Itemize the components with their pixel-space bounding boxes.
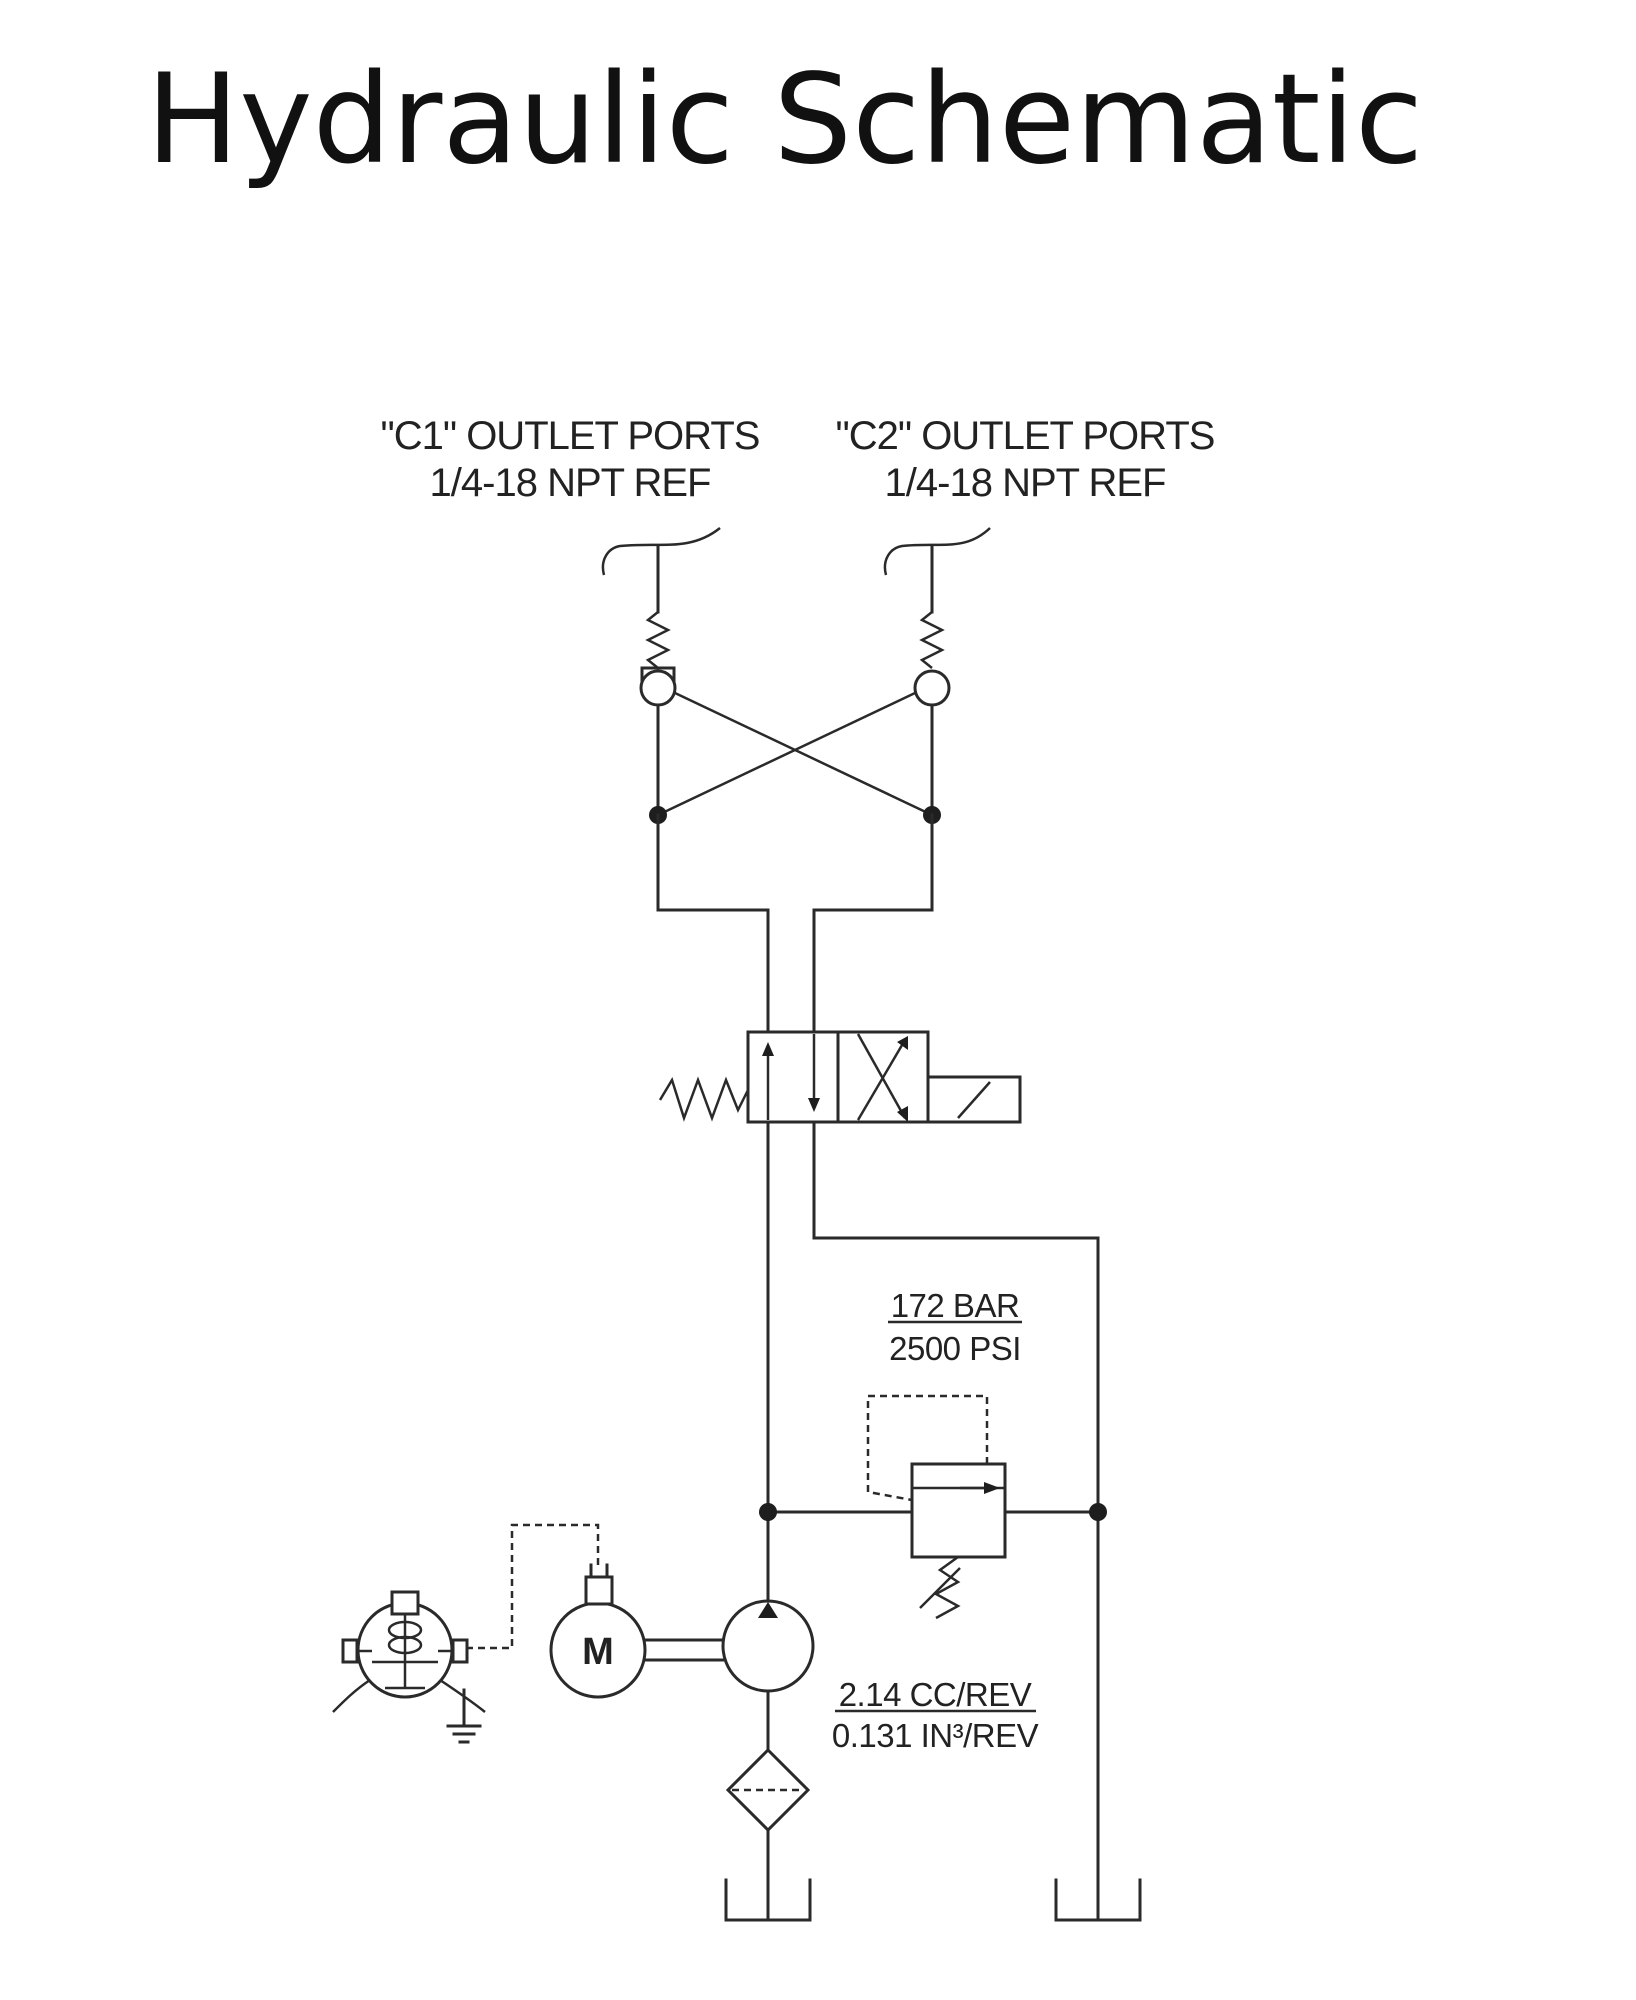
c1-port-label-line1: "C1" OUTLET PORTS — [381, 414, 760, 458]
c2-port-leader — [883, 527, 991, 576]
c2-check-valve — [913, 545, 951, 817]
return-tank — [1054, 1878, 1142, 1922]
pump-displacement-in: 0.131 IN³/REV — [832, 1717, 1039, 1754]
pilot-cross-line-2 — [674, 691, 933, 817]
page-title: Hydraulic Schematic — [146, 48, 1424, 192]
valve-return-spring — [658, 1076, 750, 1122]
ground-icon — [446, 1688, 482, 1744]
relief-pressure-psi: 2500 PSI — [889, 1330, 1021, 1367]
motor-terminal-box — [584, 1575, 614, 1606]
pressure-switch — [332, 1590, 486, 1713]
c1-port-label-line2: 1/4-18 NPT REF — [430, 461, 711, 505]
directional-control-valve — [658, 1030, 1022, 1124]
motor-pump-coupling — [643, 1638, 725, 1662]
control-wire — [462, 1523, 600, 1650]
pump-displacement-cc: 2.14 CC/REV — [839, 1676, 1032, 1713]
c2-port-label: "C2" OUTLET PORTS 1/4-18 NPT REF — [836, 414, 1216, 505]
relief-valve-spring — [933, 1555, 961, 1620]
pilot-cross-line-1 — [657, 691, 916, 817]
motor-letter: M — [582, 1631, 614, 1673]
pressure-junction-dot — [759, 1503, 777, 1521]
c2-port-label-line2: 1/4-18 NPT REF — [885, 461, 1166, 505]
pump-tank — [724, 1878, 812, 1922]
c1-supply-line — [656, 813, 770, 1042]
hydraulic-pump — [721, 1599, 815, 1693]
relief-pressure-bar: 172 BAR — [891, 1287, 1020, 1324]
relief-pilot-line — [866, 1394, 989, 1502]
tank-return-line — [812, 1120, 1100, 1922]
c1-port-leader — [601, 527, 721, 576]
electric-motor: M — [549, 1563, 647, 1699]
c1-check-valve — [639, 545, 677, 817]
return-junction-dot — [1089, 1503, 1107, 1521]
c2-port-label-line1: "C2" OUTLET PORTS — [836, 414, 1215, 458]
c2-supply-line — [812, 813, 934, 1042]
relief-valve — [866, 1394, 1007, 1620]
c1-port-label: "C1" OUTLET PORTS 1/4-18 NPT REF — [381, 414, 761, 505]
suction-filter — [725, 1747, 811, 1833]
